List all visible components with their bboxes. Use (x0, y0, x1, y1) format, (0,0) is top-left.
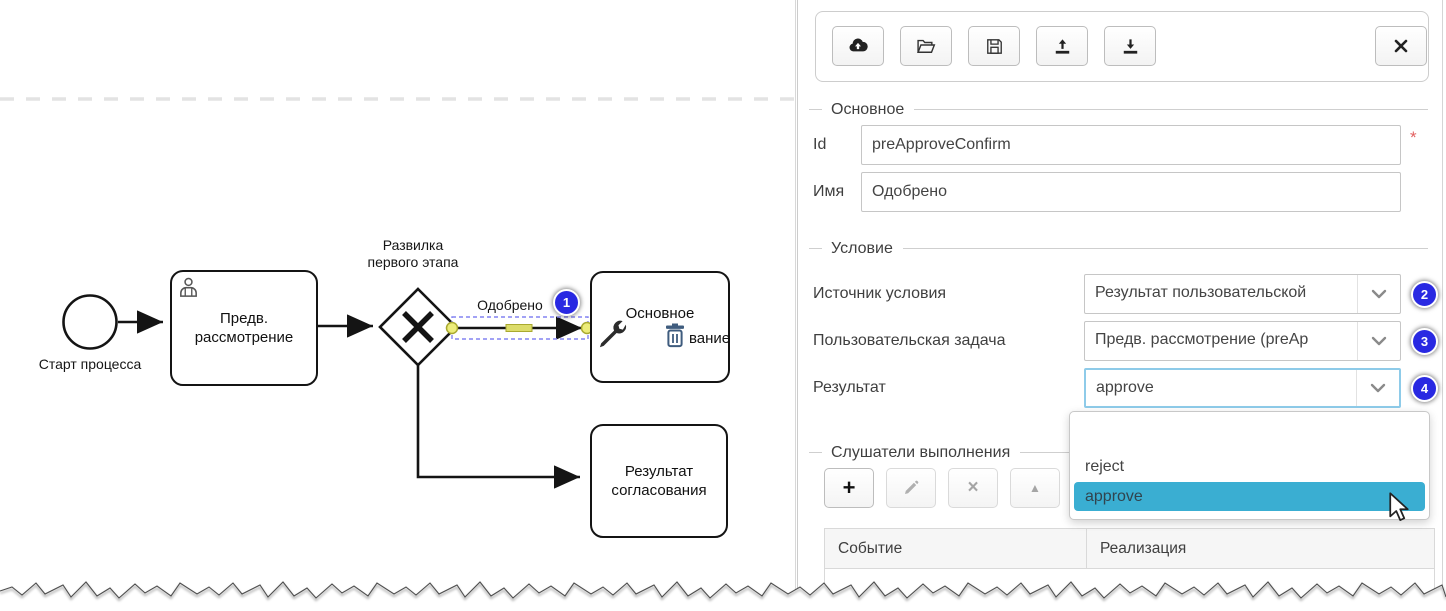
pencil-icon (905, 480, 919, 494)
legend-dash (809, 109, 822, 110)
task-pre-review-line1: Предв. (219, 310, 269, 327)
gateway-x-mark (402, 311, 434, 343)
dropdown-option-empty[interactable] (1070, 412, 1429, 453)
open-button[interactable] (900, 26, 952, 66)
dropdown-option-reject[interactable]: reject (1085, 458, 1125, 475)
start-event-circle[interactable] (62, 294, 118, 350)
column-header-implementation: Реализация (1100, 540, 1187, 557)
legend-dash (809, 452, 822, 453)
user-task-icon (180, 277, 197, 297)
condition-source-value: Результат пользовательской (1095, 284, 1307, 301)
chevron-down-icon (1357, 322, 1400, 360)
condition-result-select[interactable]: approve (1084, 368, 1401, 408)
panel-toolbar (815, 11, 1429, 82)
dropdown-option-approve[interactable]: approve (1074, 482, 1425, 511)
condition-row-result: Результат approve 4 (798, 368, 1444, 408)
condition-result-label: Результат (813, 379, 886, 396)
flow-bendpoint-handle[interactable] (505, 324, 533, 332)
trash-icon[interactable] (663, 320, 687, 349)
legend-rule (902, 248, 1428, 249)
section-listeners-legend: Слушатели выполнения (831, 443, 1011, 461)
legend-rule (914, 109, 1428, 110)
task-result-line2: согласования (611, 482, 707, 499)
task-approval-result[interactable]: Результат согласования (590, 424, 728, 538)
bpmn-canvas[interactable]: Старт процесса Предв. рассмотрение Разви… (0, 0, 796, 611)
download-icon (1123, 38, 1137, 54)
callout-badge-3: 3 (1411, 328, 1438, 355)
upload-button[interactable] (1036, 26, 1088, 66)
listener-move-up-button[interactable]: ▲ (1010, 468, 1060, 508)
section-main-legend: Основное (831, 100, 905, 118)
id-label: Id (813, 136, 827, 153)
flow-gateway-to-result[interactable] (416, 365, 580, 489)
condition-usertask-value: Предв. рассмотрение (preAp (1095, 331, 1309, 348)
required-asterisk: * (1410, 128, 1417, 147)
save-button[interactable] (968, 26, 1020, 66)
listener-delete-button[interactable]: × (948, 468, 998, 508)
flow-approved-label: Одобрено (477, 297, 543, 313)
start-event-label: Старт процесса (38, 356, 142, 372)
name-input[interactable] (861, 172, 1401, 212)
task-pre-review-line2: рассмотрение (194, 329, 294, 346)
cloud-upload-icon (849, 38, 868, 52)
callout-badge-1: 1 (553, 289, 580, 316)
callout-badge-2: 2 (1411, 281, 1438, 308)
gateway-label-line2: первого этапа (367, 254, 459, 270)
condition-source-select[interactable]: Результат пользовательской (1084, 274, 1401, 314)
wrench-icon[interactable] (596, 319, 630, 351)
close-panel-button[interactable] (1375, 26, 1427, 66)
bpmn-connectors (0, 97, 795, 489)
cloud-upload-button[interactable] (832, 26, 884, 66)
column-header-event: Событие (825, 529, 1087, 568)
condition-usertask-select[interactable]: Предв. рассмотрение (preAp (1084, 321, 1401, 361)
download-button[interactable] (1104, 26, 1156, 66)
save-icon (986, 38, 1002, 54)
name-label: Имя (813, 183, 845, 200)
flow-endpoint-handle-start[interactable] (445, 321, 459, 335)
section-main: Основное (809, 101, 1428, 118)
task-result-line1: Результат (624, 463, 694, 480)
task-main-line1: Основное (625, 305, 695, 322)
field-row-name: Имя (798, 172, 1444, 212)
condition-source-label: Источник условия (813, 285, 947, 302)
listener-add-button[interactable]: + (824, 468, 874, 508)
properties-panel: Основное Id * Имя Условие Источник услов… (797, 0, 1443, 611)
section-condition-legend: Условие (831, 239, 893, 257)
folder-open-icon (917, 39, 936, 53)
condition-usertask-label: Пользовательская задача (813, 332, 1006, 349)
listeners-table: Событие Реализация (824, 528, 1435, 600)
listeners-table-header: Событие Реализация (825, 529, 1434, 569)
gateway-label: Развилка первого этапа (352, 237, 474, 271)
upload-icon (1055, 38, 1069, 54)
listeners-button-row: + × ▲ (798, 468, 1444, 508)
condition-row-source: Источник условия Результат пользовательс… (798, 274, 1444, 314)
field-row-id: Id * (798, 125, 1444, 165)
section-condition: Условие (809, 240, 1428, 257)
task-main-line2: вание (689, 330, 731, 347)
result-dropdown-list: reject approve (1069, 411, 1430, 520)
legend-dash (809, 248, 822, 249)
close-icon (1394, 39, 1408, 53)
chevron-down-icon (1357, 275, 1400, 313)
listeners-table-body (825, 569, 1434, 599)
callout-badge-4: 4 (1411, 375, 1438, 402)
task-main-approval[interactable]: Основное вание (590, 271, 730, 383)
condition-result-value: approve (1096, 379, 1154, 396)
gateway-label-line1: Развилка (382, 237, 444, 253)
id-input[interactable] (861, 125, 1401, 165)
condition-row-usertask: Пользовательская задача Предв. рассмотре… (798, 321, 1444, 361)
chevron-down-icon (1356, 370, 1399, 406)
listener-edit-button[interactable] (886, 468, 936, 508)
